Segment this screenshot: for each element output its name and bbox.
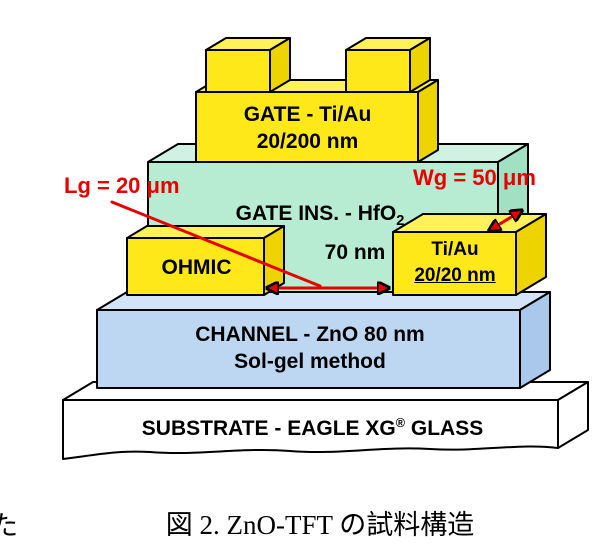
gate-width-annotation: Wg = 50 μm <box>413 165 536 190</box>
gate-label-line2: 20/200 nm <box>256 130 359 153</box>
channel-label-line1: CHANNEL - ZnO 80 nm <box>195 323 425 346</box>
gate-insulator-label-text: GATE INS. - HfO <box>235 202 397 225</box>
substrate-label: SUBSTRATE - EAGLE XG® GLASS <box>141 416 484 440</box>
gate-insulator-label-subscript: 2 <box>396 213 405 230</box>
substrate-front-face <box>62 399 559 460</box>
gate-electrode <box>195 37 439 163</box>
channel-label: CHANNEL - ZnO 80 nm Sol-gel method <box>115 321 505 375</box>
gate-insulator-label: GATE INS. - HfO2 <box>150 201 490 234</box>
ohmic-right-face <box>263 225 285 296</box>
gate-insulator-thickness-label: 70 nm <box>324 241 386 264</box>
gate-label-line1: GATE - Ti/Au <box>243 103 372 126</box>
lg-pointer-line <box>110 200 322 288</box>
figure-caption: 図 2. ZnO-TFT の試料構造 <box>165 510 475 540</box>
channel-right-face <box>519 291 551 389</box>
tiau-label-line2: 20/20 nm <box>414 265 496 286</box>
gate-left-tower-front-face <box>205 49 271 93</box>
clipped-text-fragment: た <box>0 511 18 541</box>
ohmic-front-face <box>126 237 265 296</box>
gate-length-annotation: Lg = 20 μm <box>64 173 180 198</box>
wg-width-arrow <box>490 211 521 230</box>
tiau-label: Ti/Au 20/20 nm <box>394 237 516 289</box>
registered-trademark-symbol: ® <box>395 416 406 430</box>
gate-bar-right-face <box>417 79 439 163</box>
gate-bar-front-face <box>195 91 419 163</box>
channel-label-line2: Sol-gel method <box>234 350 386 373</box>
annotation-arrows <box>110 200 521 288</box>
ohmic-contact <box>126 225 285 296</box>
channel-front-face <box>96 309 521 389</box>
ohmic-label: OHMIC <box>161 256 232 279</box>
gate-label: GATE - Ti/Au 20/200 nm <box>197 101 418 155</box>
gate-right-tower-front-face <box>345 49 411 93</box>
channel-layer <box>96 291 551 389</box>
tiau-label-line1: Ti/Au <box>431 239 479 260</box>
tiau-front-face <box>392 231 517 296</box>
